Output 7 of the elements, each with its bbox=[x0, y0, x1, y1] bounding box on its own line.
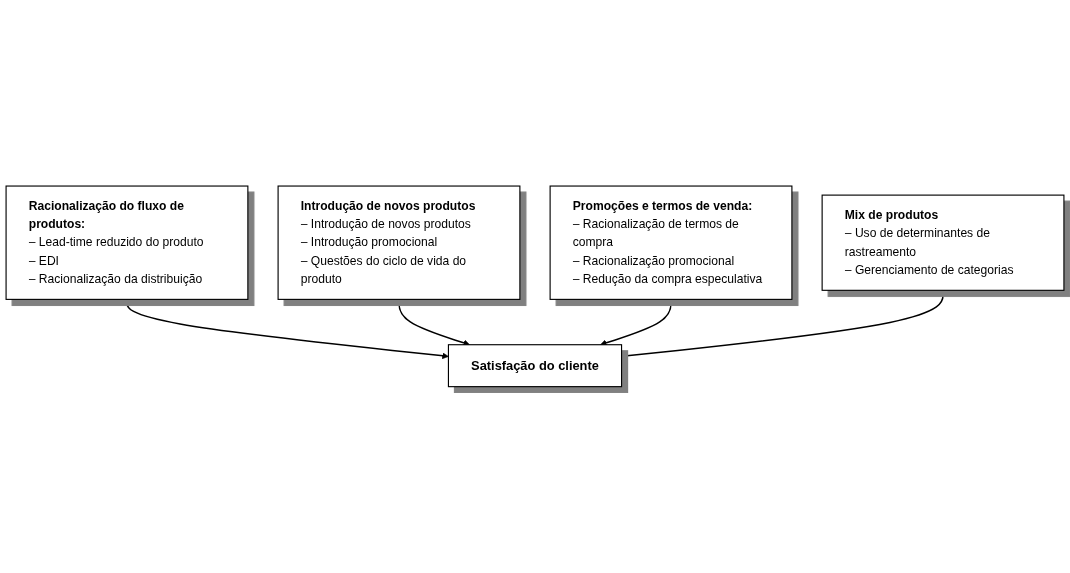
node-box: Satisfação do cliente bbox=[447, 344, 623, 388]
node-box: Introdução de novos produtos – Introdução de novos produtos – Introdução promocional – Questões do ciclo de vida do produto bbox=[277, 185, 521, 301]
node-box: Racionalização do fluxo de produtos: – Lead-time reduzido do produto – EDI – Racionalização da distribuição bbox=[5, 185, 249, 301]
arrow bbox=[126, 298, 449, 360]
arrow bbox=[621, 289, 944, 360]
node-box: Mix de produtos – Uso de determinantes de rastreamento – Gerenciamento de categorias bbox=[821, 194, 1065, 292]
node-box: Promoções e termos de venda: – Racionalização de termos de compra – Racionalização promocional – Redução da compra especulativa bbox=[549, 185, 793, 301]
